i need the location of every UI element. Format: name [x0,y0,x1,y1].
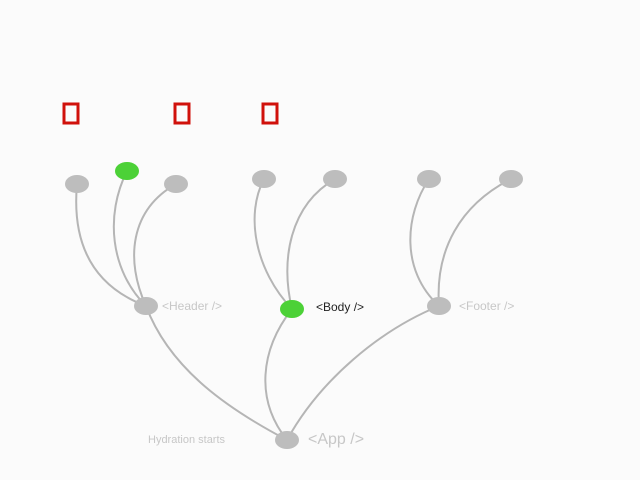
edge-header-child-2 [112,170,147,307]
node-header [134,297,158,315]
node-body [280,300,304,318]
app-label: <App /> [308,431,365,448]
edge-footer-child-2 [437,178,512,307]
edge-app-body [264,308,293,441]
node-header-child-2 [115,162,139,180]
edge-footer-child-1 [409,178,440,307]
node-footer-child-1 [417,170,441,188]
edge-app-header [145,305,288,441]
node-body-child-1 [252,170,276,188]
footer-label: <Footer /> [459,299,515,313]
body-label: <Body /> [316,300,365,314]
edge-app-footer [286,305,440,441]
node-footer [427,297,451,315]
node-header-child-1 [65,175,89,193]
marker-1 [62,102,80,125]
edge-header-child-3 [133,183,177,307]
marker-3 [261,102,279,125]
node-footer-child-2 [499,170,523,188]
hydration-label: Hydration starts [148,434,226,446]
edge-body-child-2 [286,178,336,310]
node-app [275,431,299,449]
marker-2 [173,102,191,125]
edge-header-child-1 [75,183,147,307]
node-header-child-3 [164,175,188,193]
header-label: <Header /> [162,299,223,313]
edge-body-child-1 [253,178,293,310]
node-body-child-2 [323,170,347,188]
